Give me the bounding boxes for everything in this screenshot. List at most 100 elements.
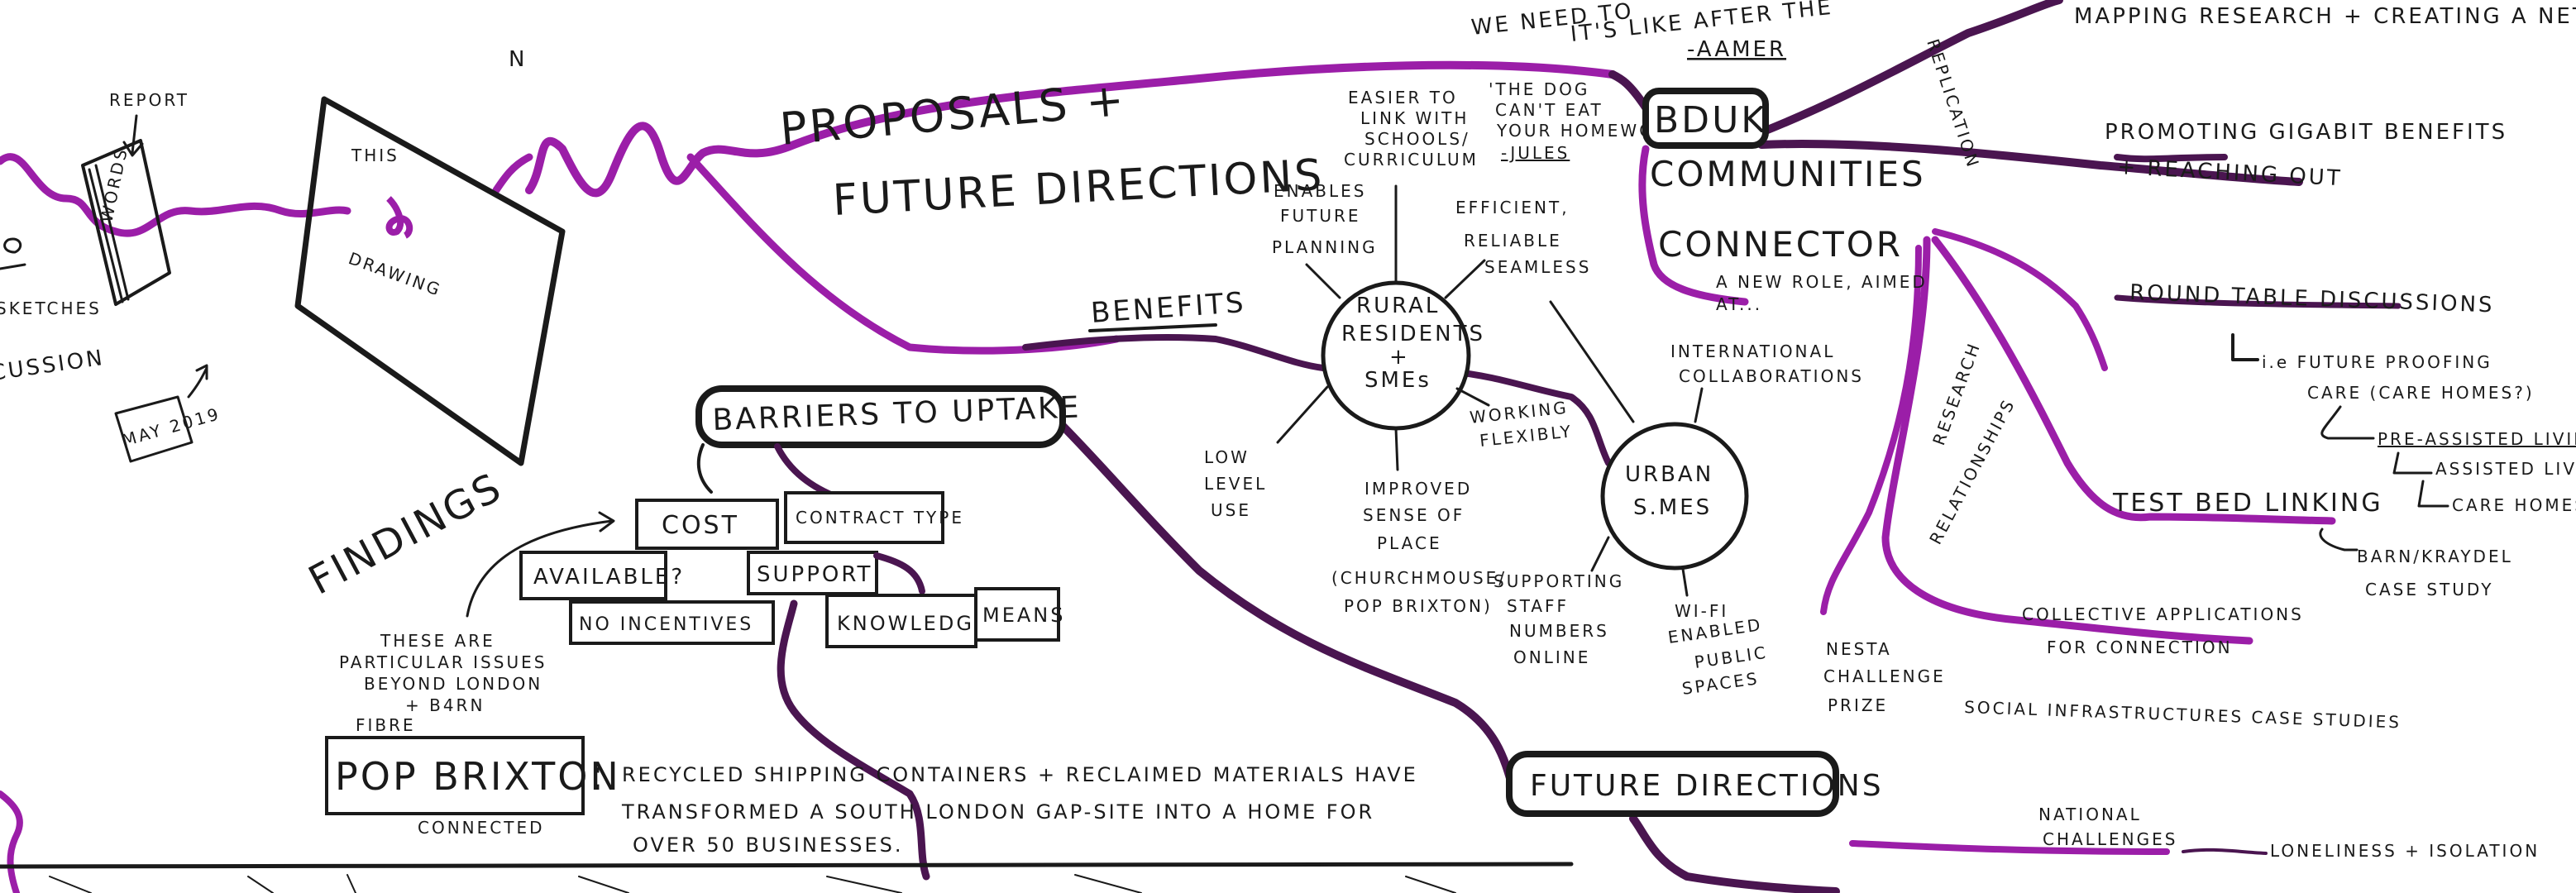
dog-author: -JULES xyxy=(1501,143,1570,163)
means-box xyxy=(974,587,1060,642)
left-section: REPORT WORDS SKETCHES CUSSION MAY 2019 T… xyxy=(0,47,566,604)
support-label: SUPPORT xyxy=(757,562,872,587)
improved-line-1: IMPROVED xyxy=(1364,479,1472,499)
pre-assisted: PRE-ASSISTED LIVING xyxy=(2378,429,2576,449)
proposals-title-1: PROPOSALS + xyxy=(778,74,1129,155)
pop-text-2: TRANSFORMED A SOUTH LONDON GAP-SITE INTO… xyxy=(621,800,1374,824)
barriers-arrow-icon xyxy=(466,511,615,618)
rural-line-2: RESIDENTS xyxy=(1341,322,1485,346)
benefits-label: BENEFITS xyxy=(1090,286,1247,330)
barriers-note-3: BEYOND LONDON xyxy=(364,674,542,694)
n-mark: N xyxy=(509,47,527,72)
barriers-note-1: THESE ARE xyxy=(380,631,495,651)
date-tag: MAY 2019 xyxy=(114,364,223,463)
new-role-1: A NEW ROLE, AIMED xyxy=(1716,272,1928,292)
connected-label: CONNECTED xyxy=(418,818,544,838)
urban-line-1: URBAN xyxy=(1625,462,1713,487)
dog-line-2: CAN'T EAT xyxy=(1495,100,1603,120)
collective-2: FOR CONNECTION xyxy=(2047,638,2233,657)
sketches-label: SKETCHES xyxy=(0,298,102,318)
pop-text-1: RECYCLED SHIPPING CONTAINERS + RECLAIMED… xyxy=(622,763,1418,786)
intl-line-1: INTERNATIONAL xyxy=(1670,341,1835,361)
top-quote: WE NEED TO IT'S LIKE AFTER THE -AAMER xyxy=(1470,0,1835,62)
barriers-box xyxy=(695,385,1066,448)
quote-author: -AAMER xyxy=(1687,37,1786,62)
intl-line-2: COLLABORATIONS xyxy=(1679,366,1864,386)
person-icon xyxy=(0,237,26,270)
cost-box xyxy=(635,499,779,550)
low-line-3: USE xyxy=(1211,500,1251,520)
wifi-line-3: PUBLIC xyxy=(1693,642,1769,672)
proposals-title-2: FUTURE DIRECTIONS xyxy=(832,150,1326,226)
low-line-1: LOW xyxy=(1204,447,1250,467)
cost-label: COST xyxy=(662,511,739,540)
this-label: THIS xyxy=(351,146,399,165)
enables-line-1: ENABLES xyxy=(1274,181,1366,201)
improved-line-4: (CHURCHMOUSE/ xyxy=(1331,568,1507,588)
supporting-line-3: NUMBERS xyxy=(1509,621,1609,641)
connector-label: CONNECTOR xyxy=(1658,224,1903,265)
low-line-2: LEVEL xyxy=(1204,474,1267,494)
no-incentives-box xyxy=(569,600,775,645)
contract-type-label: CONTRACT TYPE xyxy=(796,508,964,528)
future-section: FUTURE DIRECTIONS xyxy=(1506,751,1884,817)
barriers-note-2: PARTICULAR ISSUES xyxy=(339,652,547,672)
test-bed: TEST BED LINKING xyxy=(2112,489,2383,518)
report-book-icon xyxy=(81,139,171,306)
promoting-2: + REACHING OUT xyxy=(2117,155,2344,191)
barn-1: BARN/KRAYDEL xyxy=(2357,547,2513,566)
supporting-line-4: ONLINE xyxy=(1513,647,1590,667)
rural-line-4: SMEs xyxy=(1364,368,1431,393)
nesta-3: PRIZE xyxy=(1828,695,1888,715)
urban-line-2: S.MES xyxy=(1633,495,1712,520)
enables-line-2: FUTURE xyxy=(1280,206,1361,226)
round-table: ROUND TABLE DISCUSSIONS xyxy=(2129,280,2495,318)
improved-line-3: PLACE xyxy=(1377,533,1442,553)
bduk-title: BDUK xyxy=(1654,99,1767,141)
barn-2: CASE STUDY xyxy=(2365,580,2493,599)
efficient-line-1: EFFICIENT, xyxy=(1455,198,1570,217)
wifi-line-4: SPACES xyxy=(1680,668,1761,699)
report-label: REPORT xyxy=(109,90,189,110)
communities-label: COMMUNITIES xyxy=(1650,154,1926,194)
pop-brixton-name: POP BRIXTON xyxy=(335,754,621,799)
supporting-line-2: STAFF xyxy=(1507,596,1569,616)
drawing-frame xyxy=(294,96,566,466)
means-label: MEANS xyxy=(982,604,1065,627)
future-title: FUTURE DIRECTIONS xyxy=(1530,769,1884,803)
bduk-section: BDUK COMMUNITIES CONNECTOR A NEW ROLE, A… xyxy=(1642,88,1928,314)
bduk-box xyxy=(1642,88,1769,149)
assisted: ASSISTED LIVING xyxy=(2435,459,2576,479)
no-incentives-label: NO INCENTIVES xyxy=(579,614,753,635)
contract-type-box xyxy=(784,491,944,544)
care-homes: CARE HOMES? xyxy=(2452,495,2576,515)
supporting-line-1: SUPPORTING xyxy=(1494,571,1624,591)
future-proof-1: i.e FUTURE PROOFING xyxy=(2262,352,2492,372)
improved-line-5: POP BRIXTON) xyxy=(1344,596,1493,616)
support-box xyxy=(747,551,878,595)
date-label: MAY 2019 xyxy=(120,404,223,451)
social: SOCIAL INFRASTRUCTURES CASE STUDIES xyxy=(1964,697,2402,732)
benefits-section: BENEFITS RURAL RESIDENTS + SMEs URBAN S.… xyxy=(1088,88,1864,699)
research-label: RESEARCH xyxy=(1928,339,1985,448)
rural-line-3: + xyxy=(1389,345,1410,370)
proposals-section: PROPOSALS + FUTURE DIRECTIONS xyxy=(778,74,1326,226)
new-role-2: AT... xyxy=(1716,294,1762,314)
national-1: NATIONAL xyxy=(2038,805,2142,824)
urban-circle xyxy=(1600,422,1749,571)
pop-brixton-colon: : xyxy=(590,751,607,800)
connector-lines xyxy=(0,0,2402,893)
easier-line-4: CURRICULUM xyxy=(1344,150,1479,170)
nesta-2: CHALLENGE xyxy=(1823,666,1946,686)
pop-brixton-box xyxy=(325,736,585,815)
discussion-label: CUSSION xyxy=(0,346,106,386)
national-2: CHALLENGES xyxy=(2043,829,2177,849)
round-table-bracket xyxy=(2231,333,2259,361)
mapping-label: MAPPING RESEARCH + CREATING A NETWORK xyxy=(2074,4,2576,29)
nesta-1: NESTA xyxy=(1826,639,1892,659)
enables-line-3: PLANNING xyxy=(1272,237,1378,257)
easier-line-3: SCHOOLS/ xyxy=(1364,129,1470,149)
easier-line-2: LINK WITH xyxy=(1360,108,1469,128)
improved-line-2: SENSE OF xyxy=(1363,505,1465,525)
